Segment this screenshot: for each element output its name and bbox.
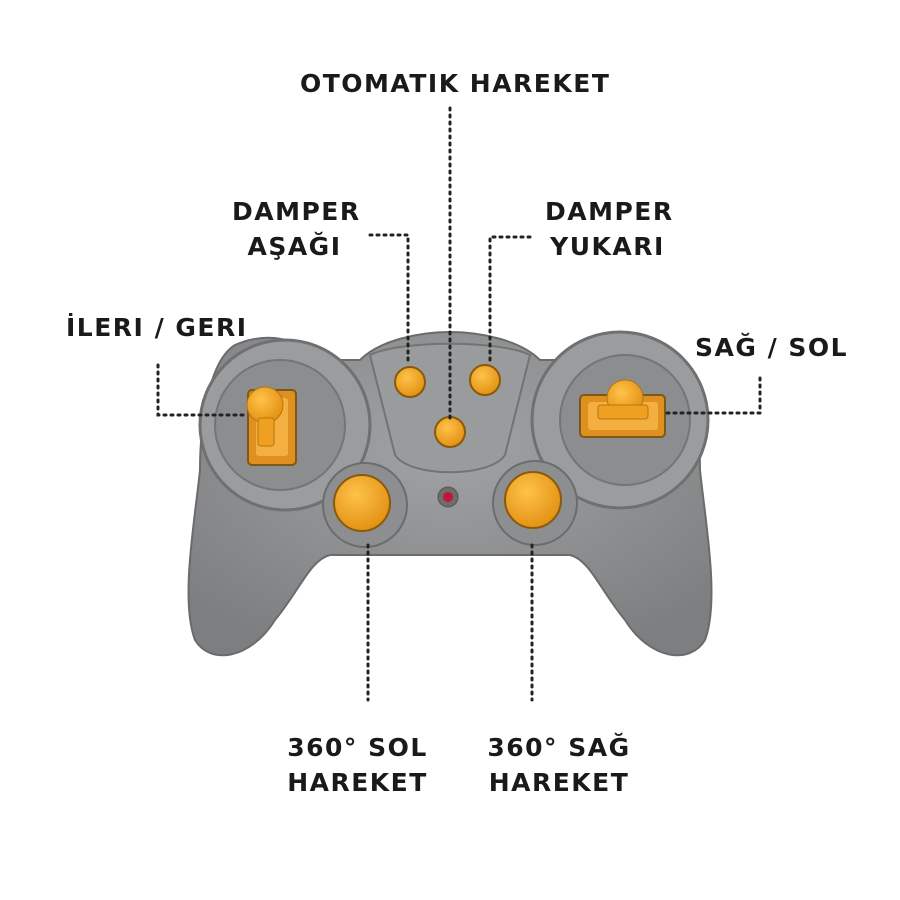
label-damper-asagi-line2: AŞAĞI [247, 232, 342, 261]
right-rotate-button[interactable] [504, 471, 562, 529]
label-ileri-geri: İLERI / GERI [66, 310, 248, 345]
leader-damper-asagi [368, 233, 410, 367]
label-sag-sol-line1: SAĞ / SOL [695, 333, 849, 362]
leader-ileri-geri [156, 363, 250, 417]
label-360-sag-hareket: 360° SAĞ HAREKET [484, 730, 634, 800]
label-360-sol-hareket-line1: 360° SOL [287, 733, 428, 762]
damper-up-button[interactable] [469, 364, 501, 396]
label-360-sol-hareket-line2: HAREKET [287, 768, 428, 797]
label-damper-yukari-line1: DAMPER [545, 197, 674, 226]
label-otomatik-hareket-line1: OTOMATIK HAREKET [300, 69, 611, 98]
damper-down-button[interactable] [394, 366, 426, 398]
label-360-sol-hareket: 360° SOL HAREKET [285, 730, 430, 800]
label-damper-asagi-line1: DAMPER [232, 197, 361, 226]
label-sag-sol: SAĞ / SOL [695, 330, 848, 365]
label-360-sag-hareket-line1: 360° SAĞ [487, 733, 631, 762]
leader-damper-yukari [488, 235, 532, 367]
label-damper-asagi: DAMPER AŞAĞI [232, 194, 361, 264]
leader-sag-sol [663, 376, 762, 415]
label-ileri-geri-line1: İLERI / GERI [66, 313, 248, 342]
label-damper-yukari-line2: YUKARI [550, 232, 665, 261]
label-damper-yukari: DAMPER YUKARI [545, 194, 674, 264]
left-rotate-button[interactable] [333, 474, 391, 532]
label-otomatik-hareket: OTOMATIK HAREKET [300, 66, 610, 101]
label-360-sag-hareket-line2: HAREKET [488, 768, 630, 797]
auto-move-button[interactable] [434, 416, 466, 448]
